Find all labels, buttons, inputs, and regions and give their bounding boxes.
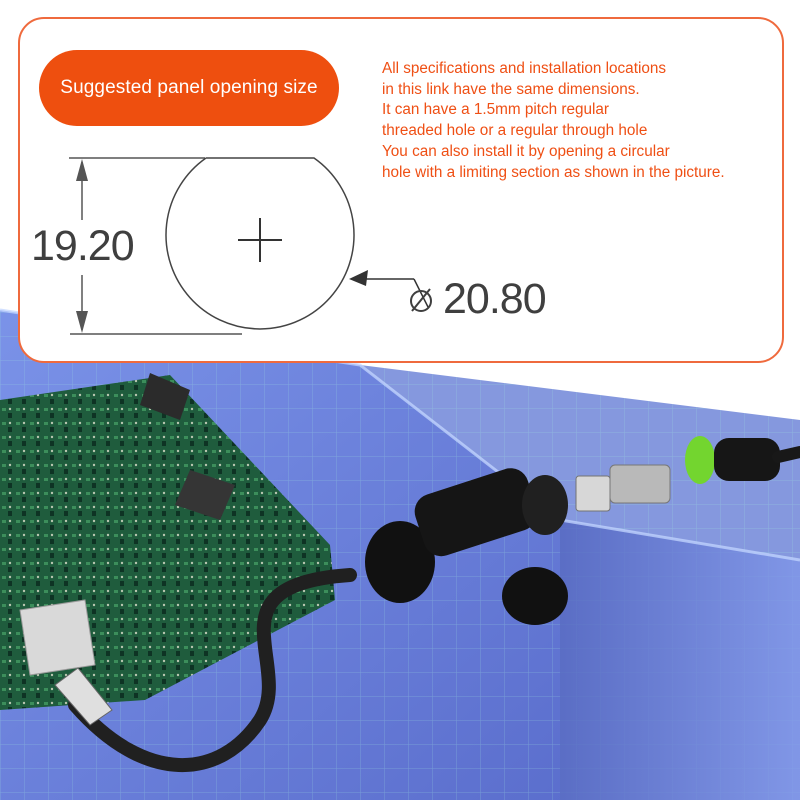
external-plug-boot [609, 464, 671, 504]
height-dimension-value: 19.20 [31, 222, 135, 270]
dust-cap [502, 567, 568, 625]
note-line: All specifications and installation loca… [382, 60, 667, 77]
internal-cable [68, 568, 357, 772]
specification-notes: All specifications and installation loca… [382, 59, 792, 183]
external-cap [714, 438, 780, 481]
diameter-symbol-icon [410, 290, 432, 312]
diameter-dimension-value: 20.80 [443, 275, 547, 323]
panel-nut [365, 521, 435, 603]
connector-body [414, 468, 538, 557]
note-line: It can have a 1.5mm pitch regular [382, 101, 610, 119]
board-component [175, 470, 235, 520]
enclosure-front [560, 520, 800, 800]
diameter-leader [413, 278, 429, 308]
internal-plug [54, 667, 113, 726]
board-component [140, 373, 190, 420]
diameter-symbol-icon [411, 288, 431, 312]
arrow-icon [349, 270, 368, 286]
note-line: You can also install it by opening a cir… [382, 142, 670, 160]
opening-circle [165, 157, 355, 330]
rj45-board-port [19, 599, 96, 676]
connector-end [522, 475, 568, 535]
up-arrow-icon [76, 159, 88, 181]
external-cable [772, 446, 800, 463]
down-arrow-icon [76, 311, 88, 333]
panel-opening-title: Suggested panel opening size [39, 50, 339, 126]
note-line: hole with a limiting section as shown in… [382, 163, 725, 181]
note-line: in this link have the same dimensions. [382, 80, 640, 98]
seal-ring [685, 436, 715, 484]
note-line: threaded hole or a regular through hole [382, 122, 648, 140]
